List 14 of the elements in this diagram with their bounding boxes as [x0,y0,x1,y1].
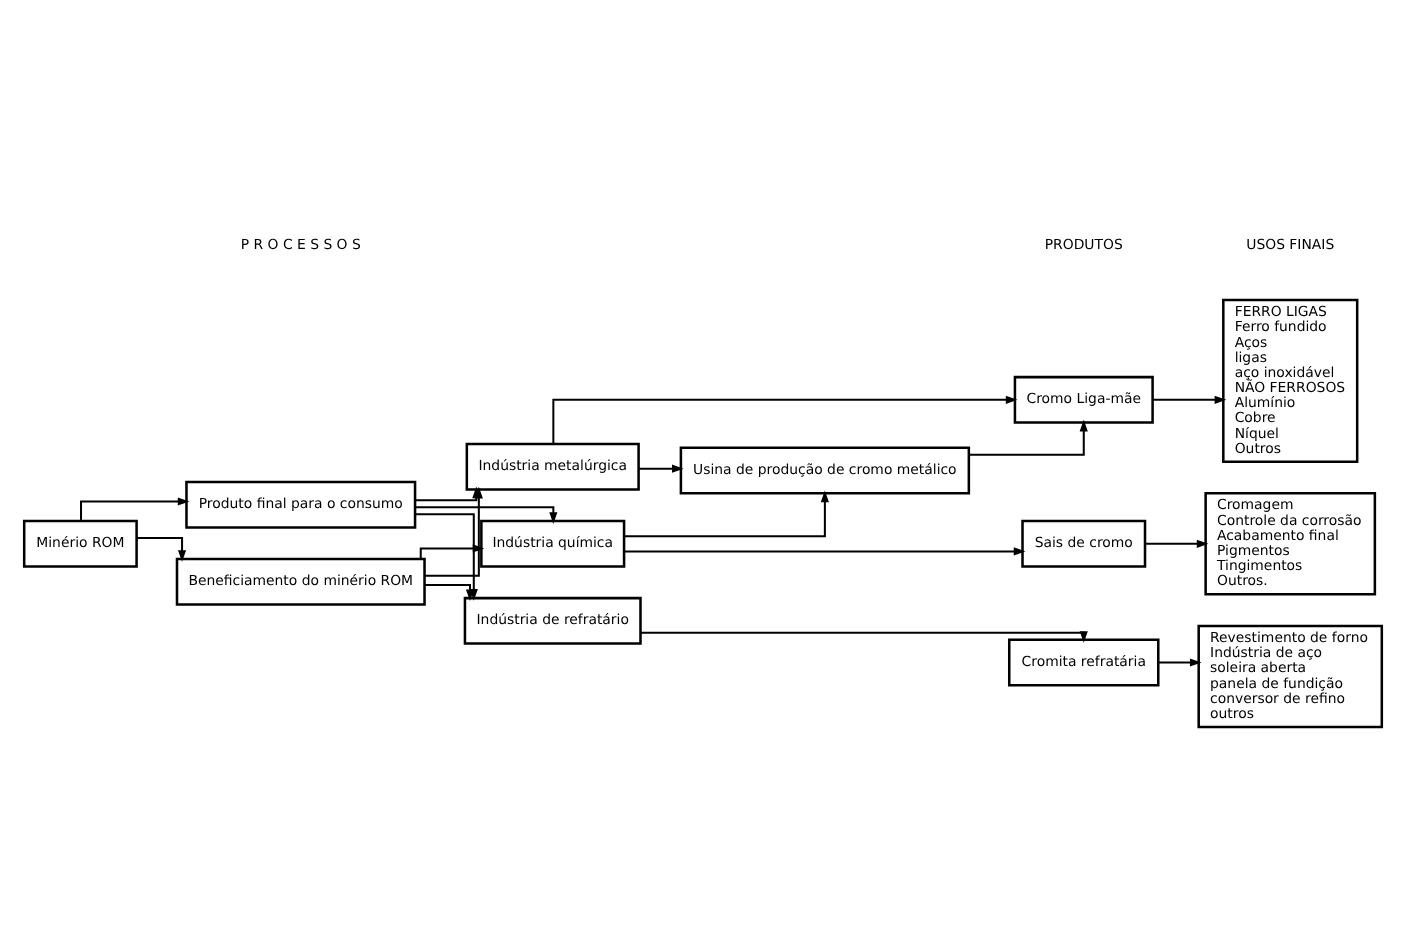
arrow [968,419,1087,456]
arrow [423,584,474,602]
arrow [418,544,484,559]
arrow [623,490,828,538]
arrow [1157,658,1201,667]
arrow [1152,395,1226,404]
arrow [414,506,557,524]
arrow [640,631,1087,643]
arrow [551,395,1017,444]
arrow [637,464,683,473]
arrow [623,547,1025,556]
arrow [79,497,189,521]
arrow [1144,539,1208,548]
arrow [136,536,186,562]
